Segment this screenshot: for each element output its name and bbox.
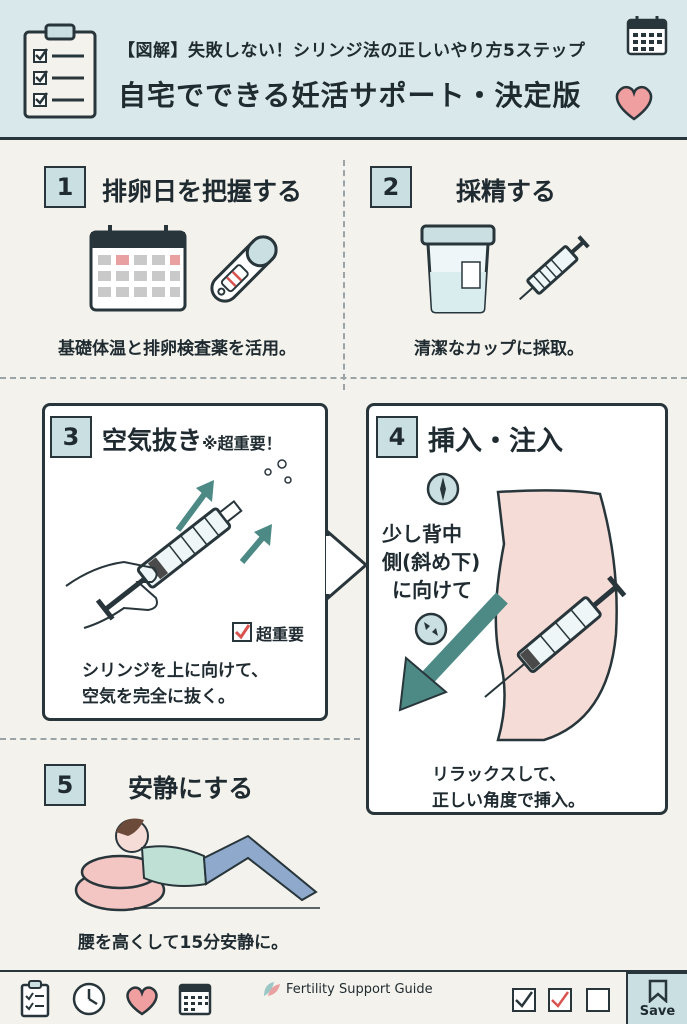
step-3-caption-line1: シリンジを上に向けて、 <box>82 661 269 681</box>
syringe-upright-illustration-icon <box>65 459 292 629</box>
header-subtitle: 【図解】失敗しない！シリンジ法の正しいやり方5ステップ <box>118 41 586 61</box>
calendar-illustration-icon <box>89 225 187 312</box>
syringe-icon <box>518 235 590 301</box>
save-button-label: Save <box>639 1004 676 1019</box>
checkbox-checked-2[interactable] <box>548 988 572 1012</box>
bookmark-icon <box>648 979 668 1003</box>
step-1-caption: 基礎体温と排卵検査薬を活用。 <box>58 339 296 359</box>
ovulation-test-icon <box>210 235 278 303</box>
brand-leaf-icon <box>264 982 280 996</box>
clipboard-icon[interactable] <box>20 980 50 1018</box>
check-icon <box>232 622 252 642</box>
step-1-number: 1 <box>44 166 86 208</box>
checkbox-checked-1[interactable] <box>512 988 536 1012</box>
heart-icon[interactable] <box>124 984 160 1016</box>
header-title: 自宅でできる妊活サポート・決定版 <box>118 79 582 112</box>
divider-horizontal <box>0 377 687 379</box>
step-2-title: 採精する <box>456 177 557 206</box>
footer-bar <box>0 970 687 1024</box>
step-5-title: 安静にする <box>128 774 254 803</box>
calendar-icon <box>626 16 668 56</box>
footer-brand-text: Fertility Support Guide <box>286 982 433 997</box>
insertion-illustration-icon <box>398 489 627 742</box>
resting-person-illustration-icon <box>74 818 320 912</box>
step-4-direction-line3: に向けて <box>392 578 472 602</box>
step-5-number: 5 <box>44 764 86 806</box>
step-4-caption-line2: 正しい角度で挿入。 <box>432 791 585 811</box>
checklist-clipboard-icon <box>23 23 97 119</box>
header-banner: 【図解】失敗しない！シリンジ法の正しいやり方5ステップ 自宅でできる妊活サポート… <box>0 0 687 140</box>
step-4-direction-line2: 側(斜め下) <box>382 550 481 574</box>
save-button[interactable]: Save <box>626 972 687 1024</box>
heart-icon <box>615 85 653 121</box>
panel-pointer-icon <box>326 530 369 600</box>
step-3-caption-line2: 空気を完全に抜く。 <box>82 687 235 707</box>
step-1-title: 排卵日を把握する <box>102 177 303 206</box>
step-2-number: 2 <box>370 166 412 208</box>
step-5-caption: 腰を高くして15分安静に。 <box>78 933 289 953</box>
step-3-title-text: 空気抜き <box>102 426 203 455</box>
checkbox-unchecked[interactable] <box>586 988 610 1012</box>
step-2-caption: 清潔なカップに採取。 <box>414 339 584 359</box>
divider-horizontal-lower <box>0 738 360 740</box>
step-3-badge: 超重要 <box>256 625 305 644</box>
step-3-number: 3 <box>50 416 92 458</box>
divider-vertical <box>343 160 345 390</box>
calendar-icon[interactable] <box>178 980 212 1016</box>
collection-cup-icon <box>420 224 496 314</box>
step-4-caption-line1: リラックスして、 <box>432 765 567 785</box>
step-3-title: 空気抜き※超重要！ <box>102 421 282 457</box>
step-4-title: 挿入・注入 <box>428 426 563 457</box>
step-3-title-note: ※超重要！ <box>202 434 282 453</box>
clock-icon[interactable] <box>72 982 106 1016</box>
step-4-number: 4 <box>376 416 418 458</box>
rotation-direction-icon <box>414 612 448 646</box>
step-4-direction-line1: 少し背中 <box>382 522 462 546</box>
compass-icon <box>426 472 460 506</box>
